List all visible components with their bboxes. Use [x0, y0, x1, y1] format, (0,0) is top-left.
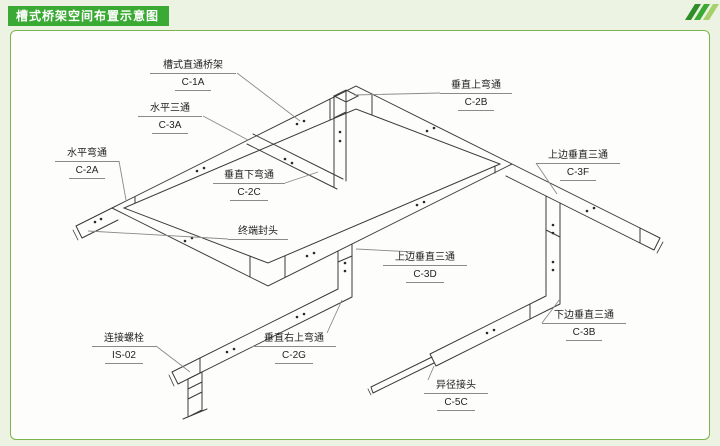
callout-c3a: 水平三通 C-3A	[138, 103, 202, 134]
callout-name: 垂直上弯通	[440, 80, 512, 94]
callout-name: 垂直右上弯通	[252, 333, 336, 347]
diagram-panel	[10, 30, 710, 440]
callout-code: C-3B	[565, 326, 603, 341]
page-title: 槽式桥架空间布置示意图	[16, 9, 160, 23]
callout-name: 终端封头	[228, 226, 288, 240]
callout-code: IS-02	[105, 349, 143, 364]
callout-c2c: 垂直下弯通 C-2C	[213, 170, 285, 201]
callout-code: C-1A	[174, 76, 212, 91]
callout-code: C-2C	[230, 186, 268, 201]
callout-is02: 连接螺栓 IS-02	[92, 333, 156, 364]
callout-c3b: 下边垂直三通 C-3B	[542, 310, 626, 341]
callout-code: C-2G	[275, 349, 313, 364]
corner-stripes-icon	[685, 4, 719, 20]
callout-c1a: 槽式直通桥架 C-1A	[150, 60, 236, 91]
callout-name: 下边垂直三通	[542, 310, 626, 324]
callout-name: 上边垂直三通	[383, 252, 467, 266]
callout-code: C-3F	[559, 166, 597, 181]
callout-name: 水平弯通	[55, 148, 119, 162]
callout-code: C-2B	[457, 96, 495, 111]
callout-name: 垂直下弯通	[213, 170, 285, 184]
bolt-dots	[93, 119, 596, 354]
callout-end-cap: 终端封头	[228, 226, 288, 240]
callout-name: 水平三通	[138, 103, 202, 117]
callout-c5c: 异径接头 C-5C	[424, 380, 488, 411]
callout-code: C-5C	[437, 396, 475, 411]
callout-c3d: 上边垂直三通 C-3D	[383, 252, 467, 283]
callout-code: C-3A	[151, 119, 189, 134]
title-bar: 槽式桥架空间布置示意图	[8, 6, 170, 26]
callout-c2g: 垂直右上弯通 C-2G	[252, 333, 336, 364]
callout-name: 槽式直通桥架	[150, 60, 236, 74]
callout-name: 上边垂直三通	[536, 150, 620, 164]
callout-name: 异径接头	[424, 380, 488, 394]
callout-name: 连接螺栓	[92, 333, 156, 347]
callout-c2a: 水平弯通 C-2A	[55, 148, 119, 179]
leader-lines	[87, 72, 561, 381]
callout-code: C-3D	[406, 268, 444, 283]
tray-structure	[72, 85, 664, 420]
callout-c2b: 垂直上弯通 C-2B	[440, 80, 512, 111]
callout-code: C-2A	[68, 164, 106, 179]
callout-c3f: 上边垂直三通 C-3F	[536, 150, 620, 181]
